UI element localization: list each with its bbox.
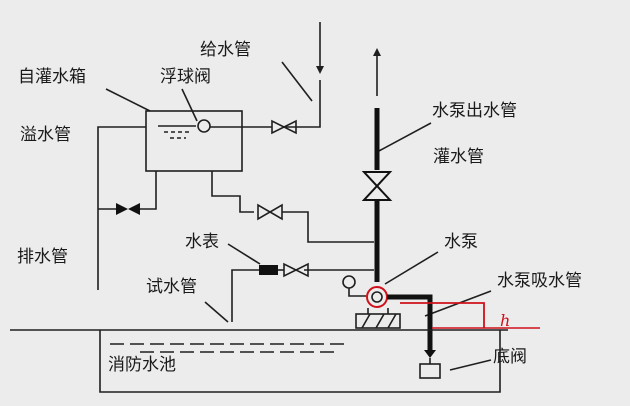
float-ball-icon	[197, 119, 211, 133]
leader-tank	[105, 88, 151, 112]
label-water-meter: 水表	[185, 232, 219, 252]
leader-outlet-pipe	[376, 122, 432, 153]
down-arrow-icon	[316, 66, 324, 74]
pressure-gauge-icon	[342, 275, 356, 289]
supply-valve-icon-b	[282, 119, 297, 135]
pump-impeller-icon	[371, 291, 383, 303]
gauge-pipe	[348, 288, 366, 297]
label-drain-pipe: 排水管	[17, 247, 68, 267]
priming-valve-icon	[257, 203, 272, 221]
check-valve-icon	[116, 203, 128, 215]
label-self-priming-tank: 自灌水箱	[18, 67, 86, 87]
supply-pipe	[286, 80, 321, 128]
pump-base-hatch	[361, 313, 371, 329]
label-overflow-pipe: 溢水管	[20, 125, 71, 145]
pump-base	[355, 313, 401, 329]
outlet-valve-icon-b	[361, 184, 393, 201]
foot-valve-arrow-icon	[424, 350, 436, 358]
label-test-pipe: 试水管	[146, 277, 197, 297]
label-pump-suction-pipe: 水泵吸水管	[497, 271, 582, 291]
priming-pipe-b	[282, 211, 374, 243]
label-pump: 水泵	[444, 232, 478, 252]
pump-icon	[366, 286, 388, 308]
pump-base-hatch-3	[387, 313, 397, 329]
water-meter-icon	[259, 265, 278, 275]
label-foot-valve: 底阀	[493, 347, 527, 367]
priming-pipe-a	[211, 171, 254, 213]
height-marker-red	[400, 302, 485, 328]
label-priming-pipe: 灌水管	[433, 147, 484, 167]
fire-pool-outline	[99, 330, 501, 393]
priming-valve-icon-b	[268, 203, 283, 221]
leader-test-pipe	[204, 301, 229, 323]
up-arrow-icon	[373, 48, 381, 56]
check-valve-icon-b	[128, 203, 140, 215]
supply-valve-icon	[271, 119, 286, 135]
self-priming-tank	[145, 110, 243, 172]
leader-pump	[384, 251, 439, 285]
leader-water-supply	[281, 61, 313, 102]
leader-foot-valve	[449, 359, 492, 371]
foot-valve-icon	[419, 363, 441, 379]
label-float-valve: 浮球阀	[160, 67, 211, 87]
handwritten-h: h	[500, 311, 510, 330]
overflow-pipe	[97, 126, 146, 290]
label-pump-outlet-pipe: 水泵出水管	[432, 101, 517, 121]
label-fire-pool: 消防水池	[108, 355, 176, 375]
pump-suction-pipe	[387, 294, 433, 350]
leader-water-meter	[227, 243, 261, 265]
test-valve-icon	[283, 262, 298, 278]
leader-float-valve	[181, 88, 198, 122]
tank-drain-pipe	[140, 171, 157, 210]
outlet-valve-icon	[361, 171, 393, 188]
pump-base-hatch-2	[375, 313, 385, 329]
test-valve-icon-b	[294, 262, 309, 278]
test-pipe-c	[231, 269, 259, 322]
label-water-supply-pipe: 给水管	[200, 40, 251, 60]
